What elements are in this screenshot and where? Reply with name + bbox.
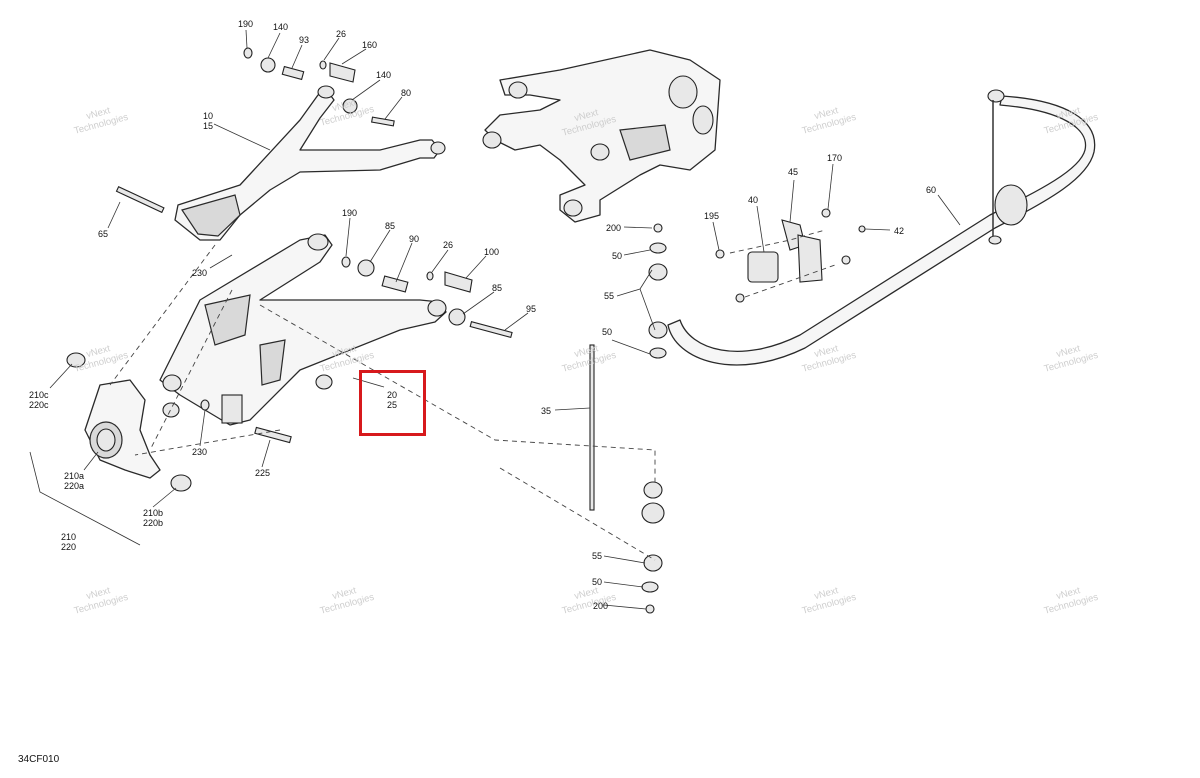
callout-225[interactable]: 225 [255,468,271,478]
callout-42[interactable]: 42 [894,226,905,236]
callout-170[interactable]: 170 [827,153,843,163]
callout-160[interactable]: 160 [362,40,378,50]
callout-25[interactable]: 25 [387,400,398,410]
callout-210b[interactable]: 210b [143,508,164,518]
callout-100[interactable]: 100 [484,247,500,257]
callout-60[interactable]: 60 [926,185,937,195]
callout-50[interactable]: 50 [592,577,603,587]
callout-26[interactable]: 26 [336,29,347,39]
callout-95[interactable]: 95 [526,304,537,314]
callout-15[interactable]: 15 [203,121,214,131]
callout-35[interactable]: 35 [541,406,552,416]
callout-220[interactable]: 220 [61,542,77,552]
callout-40[interactable]: 40 [748,195,759,205]
callout-230[interactable]: 230 [192,268,208,278]
highlight-box [359,370,426,436]
frame-assembly [482,49,721,223]
callout-65[interactable]: 65 [98,229,109,239]
callout-90[interactable]: 90 [409,234,420,244]
callout-140[interactable]: 140 [376,70,392,80]
callout-10[interactable]: 10 [203,111,214,121]
diagram-code: 34CF010 [18,754,60,765]
callout-220c[interactable]: 220c [29,400,49,410]
knuckle [66,352,192,492]
callout-190[interactable]: 190 [342,208,358,218]
leader-lines [29,29,961,610]
callout-50[interactable]: 50 [602,327,613,337]
callout-220a[interactable]: 220a [64,481,85,491]
sway-bar [667,89,1096,366]
callout-210[interactable]: 210 [61,532,77,542]
callout-230[interactable]: 230 [192,447,208,457]
upper-a-arm [174,85,446,241]
callout-20[interactable]: 20 [387,390,398,400]
callout-200[interactable]: 200 [593,601,609,611]
callout-93[interactable]: 93 [299,35,310,45]
callout-190[interactable]: 190 [238,19,254,29]
callout-140[interactable]: 140 [273,22,289,32]
callout-26[interactable]: 26 [443,240,454,250]
callout-220b[interactable]: 220b [143,518,164,528]
callout-80[interactable]: 80 [401,88,412,98]
callout-55[interactable]: 55 [604,291,615,301]
sway-bar-bushing [715,208,866,303]
callout-50[interactable]: 50 [612,251,623,261]
callout-55[interactable]: 55 [592,551,603,561]
upper-hardware [115,47,395,214]
callout-210a[interactable]: 210a [64,471,85,481]
callout-45[interactable]: 45 [788,167,799,177]
callout-200[interactable]: 200 [606,223,622,233]
callout-85[interactable]: 85 [492,283,503,293]
callout-195[interactable]: 195 [704,211,720,221]
callout-85[interactable]: 85 [385,221,396,231]
lower-hardware [200,256,513,444]
callout-210c[interactable]: 210c [29,390,49,400]
